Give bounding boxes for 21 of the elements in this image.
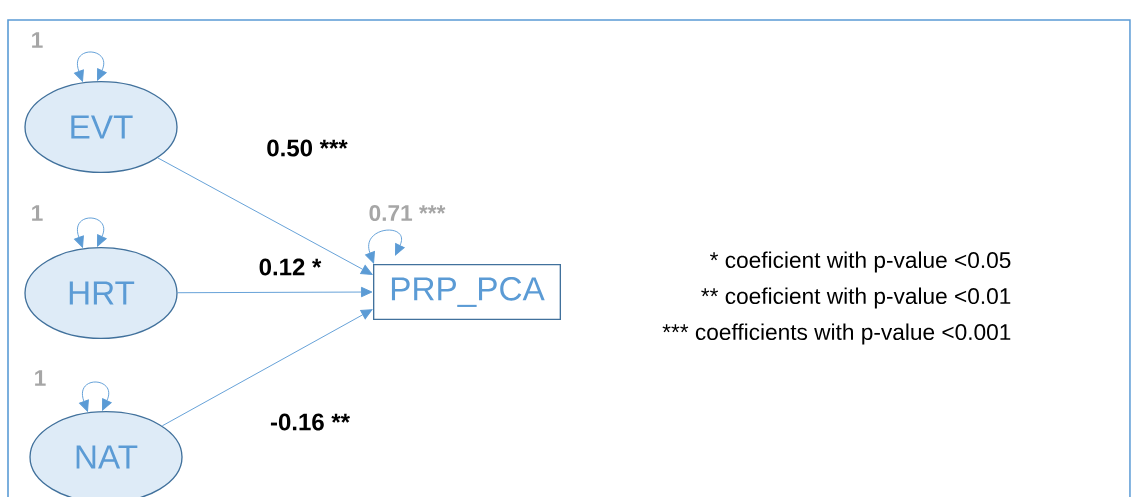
arrow (161, 309, 373, 427)
edge-label: 1 (32, 205, 43, 221)
arrow (157, 157, 373, 275)
arrow (177, 286, 373, 298)
edge-label: 0.50 *** (264, 138, 350, 158)
note-text: * coeficient with p-value <0.05 (710, 251, 1011, 273)
self-loop-arrow (74, 51, 107, 82)
edge-label: 1 (35, 370, 46, 386)
ellipse-node: EVT (24, 81, 178, 173)
note-text: *** coefficients with p-value <0.001 (662, 323, 1011, 345)
self-loop-arrow (79, 381, 112, 412)
edge-label: -0.16 ** (268, 412, 352, 432)
ellipse-node: NAT (29, 411, 183, 497)
edge-label: 0.71 *** (369, 205, 446, 222)
note-text: ** coeficient with p-value <0.01 (701, 287, 1011, 309)
rectangle-node: PRP_PCA (373, 264, 561, 320)
edge-label: 1 (32, 32, 43, 48)
self-loop-arrow (365, 229, 405, 264)
ellipse-node: HRT (24, 247, 178, 339)
self-loop-arrow (74, 217, 107, 248)
edge-label: 0.12 * (257, 257, 323, 277)
